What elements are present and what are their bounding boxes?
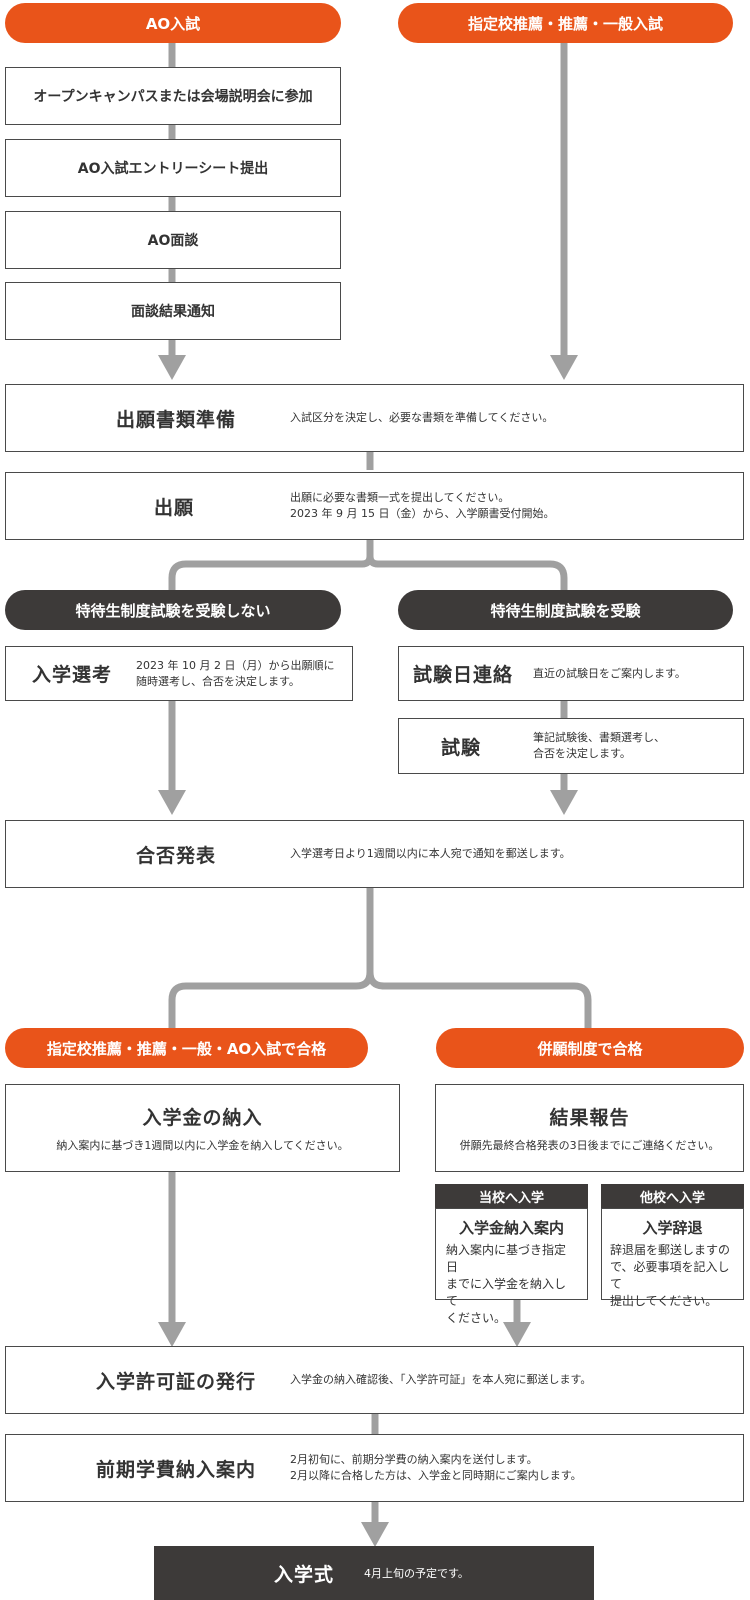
ao-step-1: オープンキャンパスまたは会場説明会に参加 [5, 67, 341, 125]
no-exam-pill: 特待生制度試験を受験しない [5, 590, 341, 630]
other-school-tag-label: 他校へ入学 [639, 1190, 705, 1206]
selection-desc-line-1: 2023 年 10 月 2 日（月）から出願順に [136, 658, 335, 672]
other-school-tag: 他校へ入学 [601, 1184, 744, 1208]
result-box: 合否発表 入学選考日より1週間以内に本人宛で通知を郵送します。 [5, 820, 744, 888]
exam-contact-desc: 直近の試験日をご案内します。 [533, 666, 686, 680]
arrow-exam [550, 790, 578, 815]
this-school-desc-line: 納入案内に基づき指定日 [446, 1243, 567, 1274]
tuition-desc: 2月初旬に、前期分学費の納入案内を送付します。 2月以降に合格した方は、入学金と… [290, 1452, 582, 1484]
prep-box: 出願書類準備 入試区分を決定し、必要な書類を準備してください。 [5, 384, 744, 452]
selection-box: 入学選考 2023 年 10 月 2 日（月）から出願順に 随時選考し、合否を決… [5, 646, 353, 701]
arrow-ao [158, 355, 186, 380]
exam-desc: 筆記試験後、書類選考し、 合否を決定します。 [533, 730, 665, 762]
pass-regular-label: 指定校推薦・推薦・一般・AO入試で合格 [46, 1039, 327, 1058]
split2-right [366, 888, 592, 1030]
split1-left [168, 540, 374, 592]
permit-desc: 入学金の納入確認後、「入学許可証」を本人宛に郵送します。 [290, 1373, 592, 1386]
apply-desc: 出願に必要な書類一式を提出してください。 2023 年 9 月 15 日（金）か… [290, 490, 554, 522]
ao-step-2: AO入試エントリーシート提出 [5, 139, 341, 197]
this-school-title: 入学金納入案内 [458, 1219, 564, 1237]
other-school-box: 入学辞退 辞退届を郵送しますの で、必要事項を記入して 提出してください。 [601, 1208, 744, 1308]
payment-box: 入学金の納入 納入案内に基づき1週間以内に入学金を納入してください。 [5, 1084, 400, 1172]
other-entrance-pill: 指定校推薦・推薦・一般入試 [398, 3, 733, 43]
result-title: 合否発表 [136, 844, 217, 867]
tuition-box: 前期学費納入案内 2月初旬に、前期分学費の納入案内を送付します。 2月以降に合格… [5, 1434, 744, 1502]
this-school-box: 入学金納入案内 納入案内に基づき指定日 までに入学金を納入して ください。 [435, 1208, 588, 1325]
ao-step-4-label: 面談結果通知 [131, 304, 215, 320]
this-school-desc: 納入案内に基づき指定日 までに入学金を納入して ください。 [446, 1242, 577, 1327]
ao-entrance-pill: AO入試 [5, 3, 341, 43]
ceremony-title: 入学式 [274, 1563, 335, 1586]
this-school-tag-label: 当校へ入学 [478, 1190, 544, 1206]
payment-title: 入学金の納入 [142, 1106, 263, 1129]
apply-desc-line-2: 2023 年 9 月 15 日（金）から、入学願書受付開始。 [290, 507, 555, 520]
selection-desc-line-2: 随時選考し、合否を決定します。 [136, 674, 300, 688]
pass-concurrent-pill: 併願制度で合格 [436, 1028, 744, 1068]
this-school-tag: 当校へ入学 [435, 1184, 588, 1208]
exam-box: 試験 筆記試験後、書類選考し、 合否を決定します。 [398, 718, 744, 774]
ao-step-3: AO面談 [5, 211, 341, 269]
other-school-desc: 辞退届を郵送しますの で、必要事項を記入して 提出してください。 [610, 1242, 735, 1310]
report-box: 結果報告 併願先最終合格発表の3日後までにご連絡ください。 [435, 1084, 744, 1172]
other-school-desc-line: 辞退届を郵送しますの [610, 1243, 731, 1257]
arrow-other [550, 355, 578, 380]
this-school-desc-line: までに入学金を納入して [446, 1277, 567, 1308]
pass-concurrent-label: 併願制度で合格 [537, 1039, 643, 1058]
other-school-desc-line: 提出してください。 [610, 1294, 718, 1308]
ao-step-3-label: AO面談 [147, 233, 199, 249]
arrow-this-school [503, 1322, 531, 1347]
ao-step-1-label: オープンキャンパスまたは会場説明会に参加 [33, 89, 313, 105]
permit-box: 入学許可証の発行 入学金の納入確認後、「入学許可証」を本人宛に郵送します。 [5, 1346, 744, 1414]
other-school-desc-line: で、必要事項を記入して [610, 1260, 730, 1291]
tuition-desc-line-2: 2月以降に合格した方は、入学金と同時期にご案内します。 [290, 1469, 582, 1482]
exam-desc-line-2: 合否を決定します。 [533, 747, 631, 760]
this-school-desc-line: ください。 [446, 1311, 507, 1325]
no-exam-label: 特待生制度試験を受験しない [75, 601, 271, 620]
exam-title: 試験 [441, 736, 482, 759]
arrow-selection [158, 790, 186, 815]
result-desc: 入学選考日より1週間以内に本人宛で通知を郵送します。 [290, 847, 571, 860]
apply-title: 出願 [154, 496, 195, 519]
exam-contact-title: 試験日連絡 [413, 664, 514, 686]
exam-desc-line-1: 筆記試験後、書類選考し、 [533, 731, 665, 744]
split1-right [366, 540, 568, 592]
other-school-title: 入学辞退 [642, 1219, 703, 1237]
ceremony-desc: 4月上旬の予定です。 [364, 1567, 469, 1580]
payment-desc: 納入案内に基づき1週間以内に入学金を納入してください。 [56, 1138, 349, 1152]
ceremony-box: 入学式 4月上旬の予定です。 [154, 1546, 594, 1600]
exam-pill: 特待生制度試験を受験 [398, 590, 733, 630]
arrow-payment [158, 1322, 186, 1347]
report-title: 結果報告 [549, 1106, 630, 1129]
apply-desc-line-1: 出願に必要な書類一式を提出してください。 [290, 491, 510, 504]
split2-left [168, 888, 374, 1030]
tuition-title: 前期学費納入案内 [96, 1458, 257, 1481]
exam-label: 特待生制度試験を受験 [490, 601, 641, 620]
prep-desc: 入試区分を決定し、必要な書類を準備してください。 [290, 411, 554, 424]
ao-step-4: 面談結果通知 [5, 282, 341, 340]
exam-contact-box: 試験日連絡 直近の試験日をご案内します。 [398, 646, 744, 701]
pass-regular-pill: 指定校推薦・推薦・一般・AO入試で合格 [5, 1028, 368, 1068]
tuition-desc-line-1: 2月初旬に、前期分学費の納入案内を送付します。 [290, 1453, 538, 1466]
ao-step-2-label: AO入試エントリーシート提出 [77, 161, 269, 177]
apply-box: 出願 出願に必要な書類一式を提出してください。 2023 年 9 月 15 日（… [5, 472, 744, 540]
arrowheads [158, 355, 578, 1547]
prep-title: 出願書類準備 [116, 408, 237, 431]
selection-desc: 2023 年 10 月 2 日（月）から出願順に 随時選考し、合否を決定します。 [136, 658, 334, 690]
other-entrance-label: 指定校推薦・推薦・一般入試 [467, 14, 663, 33]
arrow-ceremony [361, 1522, 389, 1547]
permit-title: 入学許可証の発行 [96, 1370, 257, 1393]
selection-title: 入学選考 [32, 664, 113, 686]
ao-entrance-label: AO入試 [145, 14, 201, 33]
report-desc: 併願先最終合格発表の3日後までにご連絡ください。 [459, 1138, 720, 1152]
